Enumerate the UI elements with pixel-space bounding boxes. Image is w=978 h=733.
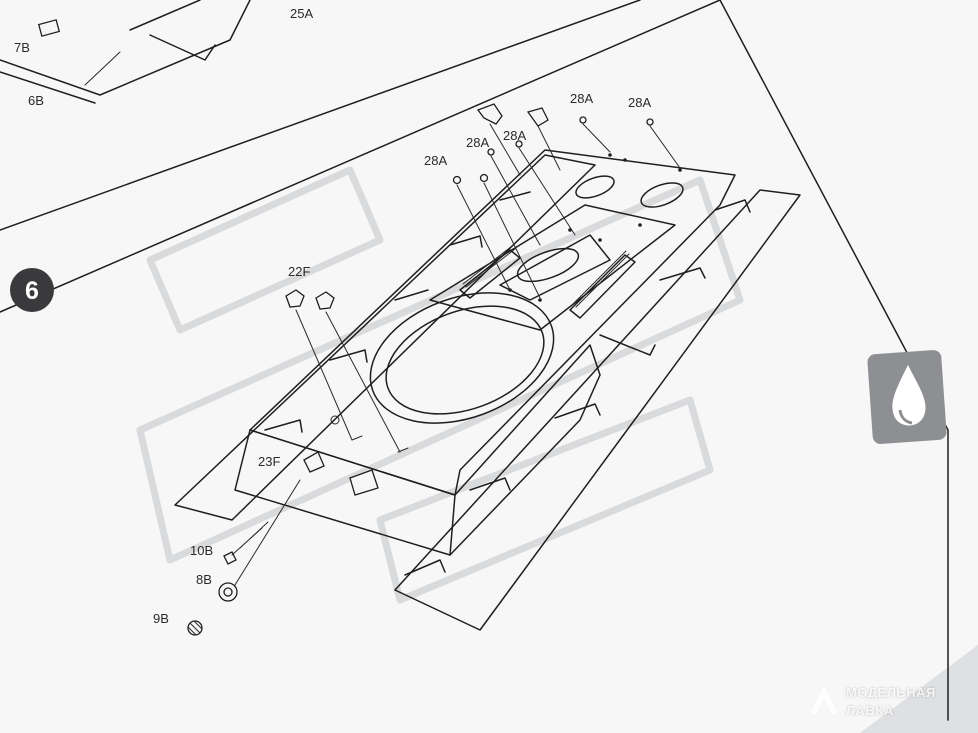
label-28A-middle: 28A	[503, 128, 526, 143]
glue-drop-icon	[867, 350, 947, 444]
step-number-badge: 6	[10, 268, 54, 312]
part-23F-shape	[303, 451, 325, 473]
parts-8B-9B-10B	[187, 479, 301, 636]
label-23F: 23F	[258, 454, 280, 469]
store-logo-icon	[810, 686, 838, 714]
label-28A-center: 28A	[466, 135, 489, 150]
label-28A-upper: 28A	[570, 91, 593, 106]
step-frame-right	[719, 0, 949, 721]
step-frame	[0, 0, 721, 313]
label-25A: 25A	[290, 6, 313, 21]
label-28A-left: 28A	[424, 153, 447, 168]
previous-step-fragment	[0, 0, 251, 104]
label-28A-right: 28A	[628, 95, 651, 110]
step-number: 6	[25, 277, 39, 305]
part-22F-pair	[285, 289, 401, 453]
label-6B: 6B	[28, 93, 44, 108]
top-step-frame	[0, 0, 641, 231]
label-8B: 8B	[196, 572, 212, 587]
store-watermark: МОДЕЛЬНАЯ ЛАВКА	[806, 684, 971, 724]
label-7B: 7B	[14, 40, 30, 55]
label-22F: 22F	[288, 264, 310, 279]
watermark-line-1: МОДЕЛЬНАЯ	[846, 685, 936, 700]
hull-upper	[174, 149, 801, 631]
watermark-line-2: ЛАВКА	[846, 703, 894, 718]
label-9B: 9B	[153, 611, 169, 626]
part-7B-shape	[37, 19, 61, 37]
label-10B: 10B	[190, 543, 213, 558]
part-28A-group	[452, 103, 681, 299]
headlight-box	[349, 469, 379, 496]
